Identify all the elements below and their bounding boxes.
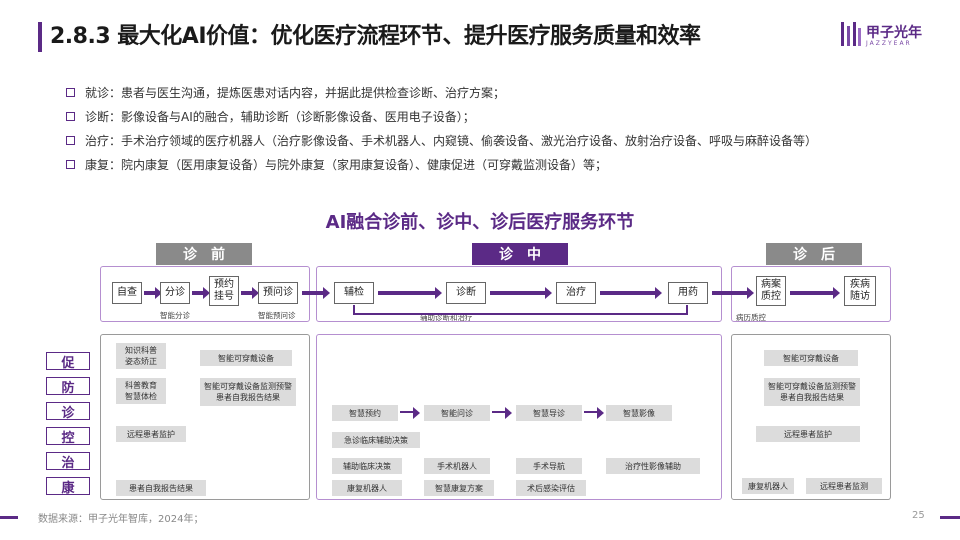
chip-smart-imaging: 智慧影像 — [606, 405, 672, 421]
flow-node-triage: 分诊 — [160, 282, 190, 304]
flow-arrow — [144, 287, 162, 299]
panel-post — [731, 334, 891, 500]
phase-header-mid: 诊 中 — [472, 243, 568, 265]
flow-node-appointment: 预约 挂号 — [209, 276, 239, 306]
flow-arrow-connect — [712, 287, 754, 299]
chip-wearable-monitor: 智能可穿戴设备监测预警 患者自我报告结果 — [200, 378, 296, 406]
bullet-list: 就诊：患者与医生沟通，提炼医患对话内容，并据此提供检查诊断、治疗方案； 诊断：影… — [66, 80, 936, 176]
caption-record-qc: 病历质控 — [736, 313, 766, 322]
flow-arrow-small — [492, 407, 512, 419]
phase-char: 后 — [821, 247, 835, 263]
category-control: 控 — [46, 427, 90, 446]
flow-node-diagnosis: 诊断 — [446, 282, 486, 304]
chip-infection-eval: 术后感染评估 — [516, 480, 586, 496]
flow-node-aux-exam: 辅检 — [334, 282, 374, 304]
bullet-text: 治疗：手术治疗领域的医疗机器人（治疗影像设备、手术机器人、内窥镜、偷袭设备、激光… — [85, 133, 818, 148]
chip-rehab-robot: 康复机器人 — [742, 478, 794, 494]
feedback-line — [353, 305, 355, 314]
flow-node-medication: 用药 — [668, 282, 708, 304]
caption-aux-diagnosis: 辅助诊断和治疗 — [420, 313, 473, 322]
phase-char: 前 — [211, 247, 225, 263]
flow-arrow-small — [584, 407, 604, 419]
logo-name: 甲子光年 — [866, 25, 922, 41]
bullet-item: 诊断：影像设备与AI的融合，辅助诊断（诊断影像设备、医用电子设备）； — [66, 104, 936, 128]
bullet-text: 就诊：患者与医生沟通，提炼医患对话内容，并据此提供检查诊断、治疗方案； — [85, 85, 506, 100]
flow-node-pre-consult: 预问诊 — [258, 282, 298, 304]
flow-arrow-connect — [302, 287, 330, 299]
bullet-item: 就诊：患者与医生沟通，提炼医患对话内容，并据此提供检查诊断、治疗方案； — [66, 80, 936, 104]
logo-mark-icon — [841, 22, 861, 46]
chip-smart-guide: 智慧导诊 — [516, 405, 582, 421]
flow-node-treatment: 治疗 — [556, 282, 596, 304]
phase-header-pre: 诊 前 — [156, 243, 252, 265]
flow-node-record-qc: 病案 质控 — [756, 276, 786, 306]
bullet-item: 康复：院内康复（医用康复设备）与院外康复（家用康复设备）、健康促进（可穿戴监测设… — [66, 152, 936, 176]
flow-node-follow-up: 疾病 随访 — [844, 276, 876, 306]
flow-node-self-check: 自查 — [112, 282, 142, 304]
category-diagnose: 诊 — [46, 402, 90, 421]
caption-smart-pre-consult: 智能预问诊 — [258, 311, 296, 320]
chip-emergency-decision: 急诊临床辅助决策 — [332, 432, 420, 448]
chip-knowledge: 知识科普 姿态矫正 — [116, 343, 166, 369]
logo-subtext: JAZZYEAR — [866, 40, 912, 47]
page-title: 2.8.3 最大化AI价值：优化医疗流程环节、提升医疗服务质量和效率 — [50, 24, 701, 49]
chip-smart-rehab: 智慧康复方案 — [424, 480, 494, 496]
footer-source: 数据来源：甲子光年智库，2024年； — [38, 514, 204, 525]
flow-arrow — [490, 287, 552, 299]
chip-surgical-nav: 手术导航 — [516, 458, 582, 474]
caption-smart-triage: 智能分诊 — [160, 311, 190, 320]
bullet-item: 治疗：手术治疗领域的医疗机器人（治疗影像设备、手术机器人、内窥镜、偷袭设备、激光… — [66, 128, 936, 152]
chip-self-report: 患者自我报告结果 — [116, 480, 206, 496]
chip-therapeutic-imaging: 治疗性影像辅助 — [606, 458, 700, 474]
phase-char: 中 — [527, 247, 541, 263]
bullet-text: 诊断：影像设备与AI的融合，辅助诊断（诊断影像设备、医用电子设备）； — [85, 109, 475, 124]
chip-education: 科普教育 智慧体检 — [116, 378, 166, 404]
feedback-line — [353, 313, 687, 315]
phase-header-post: 诊 后 — [766, 243, 862, 265]
panel-pre — [100, 334, 310, 500]
title-accent-bar — [38, 22, 42, 52]
bullet-square-icon — [66, 87, 75, 97]
category-promote: 促 — [46, 352, 90, 371]
flow-arrow — [600, 287, 662, 299]
chip-remote-monitoring: 远程患者监测 — [806, 478, 882, 494]
diagram-title: AI融合诊前、诊中、诊后医疗服务环节 — [325, 212, 635, 233]
category-treat: 治 — [46, 452, 90, 471]
flow-arrow — [790, 287, 840, 299]
panel-mid — [316, 334, 722, 500]
chip-clinical-decision: 辅助临床决策 — [332, 458, 402, 474]
bullet-square-icon — [66, 135, 75, 145]
phase-char: 诊 — [499, 247, 513, 263]
feedback-line — [686, 305, 688, 315]
brand-logo: 甲子光年 JAZZYEAR — [840, 18, 930, 54]
chip-surgical-robot: 手术机器人 — [424, 458, 490, 474]
chip-remote-monitor: 远程患者监护 — [756, 426, 860, 442]
chip-remote-monitor: 远程患者监护 — [116, 426, 186, 442]
chip-wearable: 智能可穿戴设备 — [200, 350, 292, 366]
footer-accent-right — [940, 516, 960, 519]
page-number: 25 — [912, 510, 925, 521]
chip-wearable: 智能可穿戴设备 — [764, 350, 858, 366]
phase-char: 诊 — [793, 247, 807, 263]
chip-smart-consult: 智能问诊 — [424, 405, 490, 421]
flow-arrow — [241, 287, 259, 299]
flow-arrow — [378, 287, 442, 299]
flow-arrow — [192, 287, 210, 299]
bullet-square-icon — [66, 159, 75, 169]
category-prevent: 防 — [46, 377, 90, 396]
chip-rehab-robot: 康复机器人 — [332, 480, 402, 496]
chip-wearable-monitor: 智能可穿戴设备监测预警 患者自我报告结果 — [764, 378, 860, 406]
category-rehab: 康 — [46, 477, 90, 496]
chip-smart-appointment: 智慧预约 — [332, 405, 398, 421]
phase-char: 诊 — [183, 247, 197, 263]
footer-accent-left — [0, 516, 18, 519]
bullet-text: 康复：院内康复（医用康复设备）与院外康复（家用康复设备）、健康促进（可穿戴监测设… — [85, 157, 608, 172]
bullet-square-icon — [66, 111, 75, 121]
flow-arrow-small — [400, 407, 420, 419]
